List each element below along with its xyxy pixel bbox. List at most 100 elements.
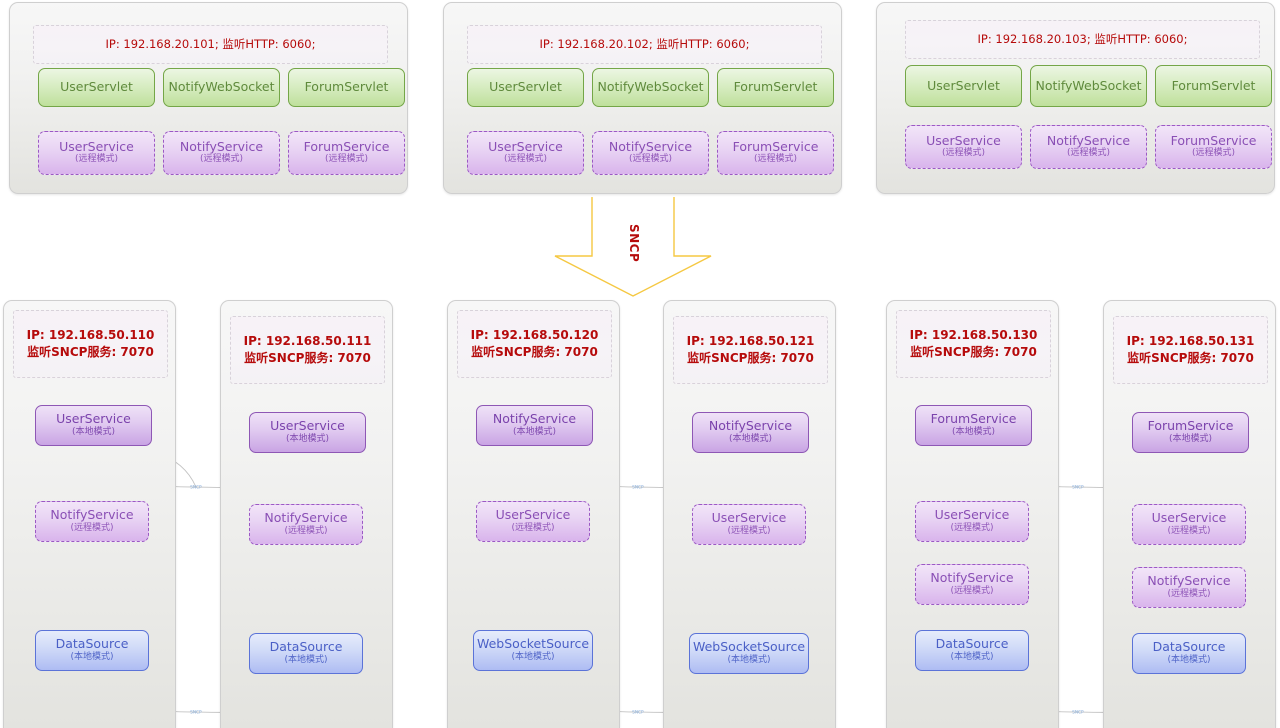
service-node-local[interactable]: NotifyService (本地模式) xyxy=(692,412,809,453)
service-label: ForumService xyxy=(732,138,819,154)
servlet-label: NotifyWebSocket xyxy=(1035,77,1142,93)
host-ip-caption: IP: 192.168.20.103; 监听HTTP: 6060; xyxy=(905,20,1260,59)
host-ip-text: IP: 192.168.20.102; 监听HTTP: 6060; xyxy=(539,37,750,52)
edge-label-sncp: SNCP xyxy=(632,709,644,715)
host-ip-text: IP: 192.168.20.103; 监听HTTP: 6060; xyxy=(977,32,1188,47)
node-label: DataSource xyxy=(935,636,1009,652)
servlet-node[interactable]: ForumServlet xyxy=(1155,65,1272,107)
edge-label-sncp: SNCP xyxy=(632,484,644,490)
service-node-local[interactable]: NotifyService (本地模式) xyxy=(476,405,593,446)
node-label: WebSocketSource xyxy=(476,636,590,652)
service-node-remote[interactable]: NotifyService (远程模式) xyxy=(1030,125,1147,169)
datasource-node[interactable]: DataSource (本地模式) xyxy=(35,630,149,671)
service-node-remote[interactable]: UserService (远程模式) xyxy=(38,131,155,175)
servlet-label: UserServlet xyxy=(60,79,133,95)
service-mode: (远程模式) xyxy=(628,154,673,165)
service-node-remote[interactable]: ForumService (远程模式) xyxy=(717,131,834,175)
node-label: UserService xyxy=(1151,510,1227,526)
service-node-remote[interactable]: UserService (远程模式) xyxy=(915,501,1029,542)
service-host-panel[interactable]: IP: 192.168.50.120 监听SNCP服务: 7070 Notify… xyxy=(447,300,620,728)
service-node-remote[interactable]: NotifyService (远程模式) xyxy=(915,564,1029,605)
service-node-remote[interactable]: UserService (远程模式) xyxy=(476,501,590,542)
servlet-label: NotifyWebSocket xyxy=(168,79,275,95)
service-mode: (远程模式) xyxy=(74,154,119,165)
servlet-node[interactable]: NotifyWebSocket xyxy=(163,68,280,107)
web-host-panel[interactable]: IP: 192.168.20.102; 监听HTTP: 6060; UserSe… xyxy=(443,2,842,194)
node-mode: (远程模式) xyxy=(1167,588,1211,599)
service-node-remote[interactable]: NotifyService (远程模式) xyxy=(163,131,280,175)
servlet-label: UserServlet xyxy=(927,77,1000,93)
node-label: DataSource xyxy=(269,639,343,655)
service-node-remote[interactable]: ForumService (远程模式) xyxy=(1155,125,1272,169)
web-host-panel[interactable]: IP: 192.168.20.101; 监听HTTP: 6060; UserSe… xyxy=(9,2,408,194)
service-host-panel[interactable]: IP: 192.168.50.130 监听SNCP服务: 7070 ForumS… xyxy=(886,300,1059,728)
service-node-local[interactable]: UserService (本地模式) xyxy=(249,412,366,453)
service-node-remote[interactable]: UserService (远程模式) xyxy=(905,125,1022,169)
service-mode: (远程模式) xyxy=(753,154,798,165)
service-node-remote[interactable]: UserService (远程模式) xyxy=(467,131,584,175)
service-host-panel[interactable]: IP: 192.168.50.110 监听SNCP服务: 7070 UserSe… xyxy=(3,300,176,728)
service-node-remote[interactable]: NotifyService (远程模式) xyxy=(592,131,709,175)
service-mode: (远程模式) xyxy=(503,154,548,165)
node-mode: (远程模式) xyxy=(950,522,994,533)
servlet-node[interactable]: UserServlet xyxy=(905,65,1022,107)
service-label: ForumService xyxy=(1170,132,1257,148)
websocketsource-node[interactable]: WebSocketSource (本地模式) xyxy=(689,633,809,674)
servlet-node[interactable]: ForumServlet xyxy=(717,68,834,107)
servlet-node[interactable]: NotifyWebSocket xyxy=(1030,65,1147,107)
node-mode: (远程模式) xyxy=(70,522,114,533)
service-node-remote[interactable]: UserService (远程模式) xyxy=(692,504,806,545)
node-label: ForumService xyxy=(930,411,1017,427)
host-ip-line2: 监听SNCP服务: 7070 xyxy=(687,351,814,365)
node-mode: (本地模式) xyxy=(1167,654,1211,665)
host-ip-text: IP: 192.168.20.101; 监听HTTP: 6060; xyxy=(105,37,316,52)
host-ip-line2: 监听SNCP服务: 7070 xyxy=(244,351,371,365)
service-host-panel[interactable]: IP: 192.168.50.131 监听SNCP服务: 7070 ForumS… xyxy=(1103,300,1276,728)
node-mode: (本地模式) xyxy=(284,654,328,665)
servlet-node[interactable]: NotifyWebSocket xyxy=(592,68,709,107)
edge-label-sncp: SNCP xyxy=(1072,709,1084,715)
host-ip-line1: IP: 192.168.50.131 xyxy=(1126,333,1255,348)
node-label: NotifyService xyxy=(1147,573,1231,589)
node-mode: (本地模式) xyxy=(512,426,557,437)
websocketsource-node[interactable]: WebSocketSource (本地模式) xyxy=(473,630,593,671)
service-node-local[interactable]: ForumService (本地模式) xyxy=(1132,412,1249,453)
host-ip-line1: IP: 192.168.50.111 xyxy=(243,333,372,348)
servlet-node[interactable]: ForumServlet xyxy=(288,68,405,107)
node-label: NotifyService xyxy=(930,570,1014,586)
node-label: DataSource xyxy=(55,636,129,652)
host-ip-caption: IP: 192.168.50.111 监听SNCP服务: 7070 xyxy=(230,316,385,384)
node-label: WebSocketSource xyxy=(692,639,806,655)
datasource-node[interactable]: DataSource (本地模式) xyxy=(1132,633,1246,674)
service-label: NotifyService xyxy=(608,138,693,154)
servlet-label: ForumServlet xyxy=(1171,77,1256,93)
service-node-remote[interactable]: ForumService (远程模式) xyxy=(288,131,405,175)
service-label: NotifyService xyxy=(1046,132,1131,148)
host-ip-line1: IP: 192.168.50.130 xyxy=(909,327,1038,342)
service-node-remote[interactable]: NotifyService (远程模式) xyxy=(1132,567,1246,608)
service-label: UserService xyxy=(926,132,1001,148)
node-mode: (远程模式) xyxy=(511,522,555,533)
service-node-remote[interactable]: NotifyService (远程模式) xyxy=(35,501,149,542)
node-mode: (本地模式) xyxy=(285,433,330,444)
datasource-node[interactable]: DataSource (本地模式) xyxy=(915,630,1029,671)
edge-label-sncp: SNCP xyxy=(190,709,202,715)
service-node-local[interactable]: ForumService (本地模式) xyxy=(915,405,1032,446)
host-ip-caption: IP: 192.168.50.120 监听SNCP服务: 7070 xyxy=(457,310,612,378)
host-ip-line2: 监听SNCP服务: 7070 xyxy=(910,345,1037,359)
node-mode: (远程模式) xyxy=(727,525,771,536)
service-node-local[interactable]: UserService (本地模式) xyxy=(35,405,152,446)
datasource-node[interactable]: DataSource (本地模式) xyxy=(249,633,363,674)
web-host-panel[interactable]: IP: 192.168.20.103; 监听HTTP: 6060; UserSe… xyxy=(876,2,1275,194)
servlet-node[interactable]: UserServlet xyxy=(38,68,155,107)
service-node-remote[interactable]: NotifyService (远程模式) xyxy=(249,504,363,545)
service-mode: (远程模式) xyxy=(1191,148,1236,159)
service-host-panel[interactable]: IP: 192.168.50.121 监听SNCP服务: 7070 Notify… xyxy=(663,300,836,728)
host-ip-line1: IP: 192.168.50.110 xyxy=(26,327,155,342)
servlet-node[interactable]: UserServlet xyxy=(467,68,584,107)
service-node-remote[interactable]: UserService (远程模式) xyxy=(1132,504,1246,545)
node-mode: (本地模式) xyxy=(511,651,555,662)
service-host-panel[interactable]: IP: 192.168.50.111 监听SNCP服务: 7070 UserSe… xyxy=(220,300,393,728)
node-mode: (本地模式) xyxy=(950,651,994,662)
node-label: NotifyService xyxy=(50,507,134,523)
